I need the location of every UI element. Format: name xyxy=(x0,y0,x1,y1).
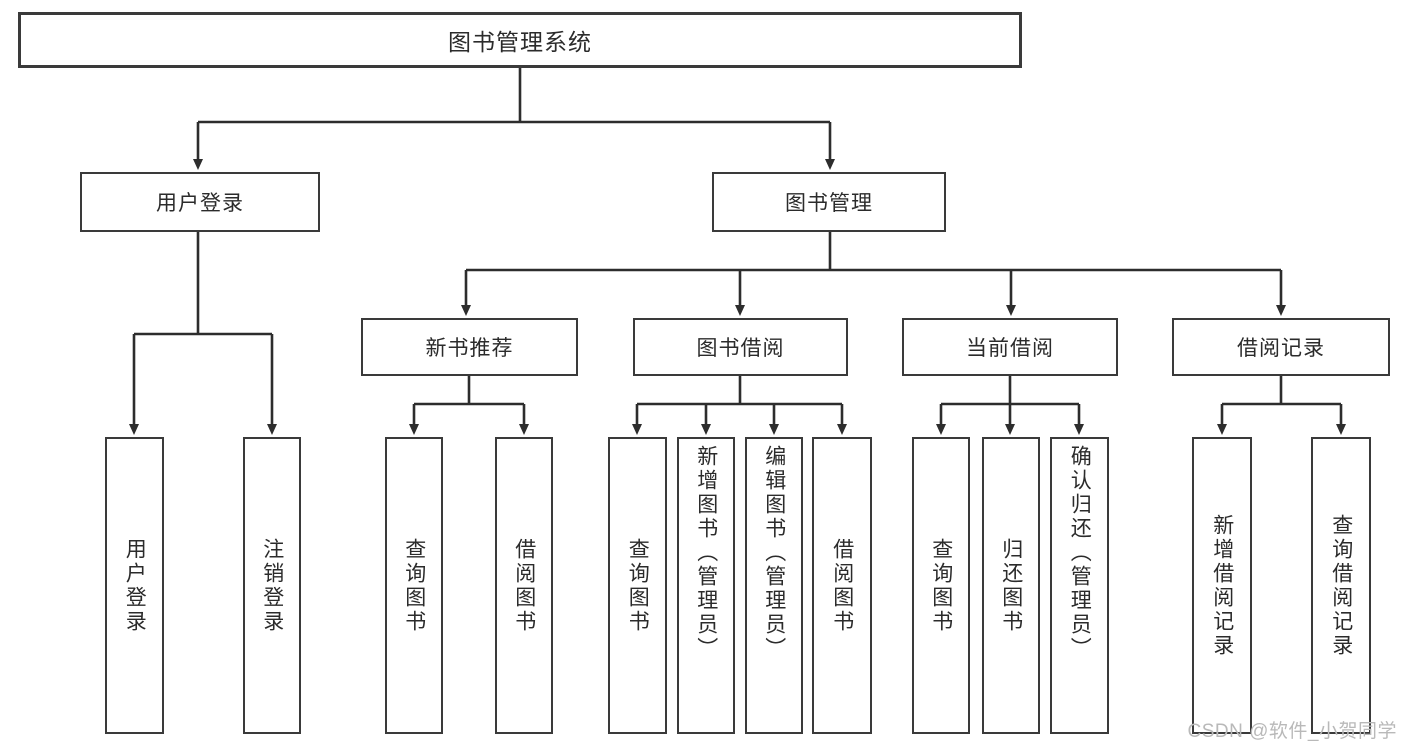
leaf-current-borrow-return[interactable]: 归还图书 xyxy=(982,437,1040,734)
leaf-new-book-borrow[interactable]: 借阅图书 xyxy=(495,437,553,734)
csdn-watermark: CSDN @软件_小贺同学 xyxy=(1187,721,1397,742)
leaf-label: 注销登录 xyxy=(260,537,284,634)
leaf-book-borrow-add[interactable]: 新增图书（管理员） xyxy=(677,437,735,734)
leaf-label: 编辑图书（管理员） xyxy=(762,445,786,661)
node-book-manage-label: 图书管理 xyxy=(785,192,873,215)
node-book-borrow[interactable]: 图书借阅 xyxy=(633,318,848,376)
leaf-current-borrow-query[interactable]: 查询图书 xyxy=(912,437,970,734)
node-new-book-recommend-label: 新书推荐 xyxy=(425,337,514,360)
node-current-borrow[interactable]: 当前借阅 xyxy=(902,318,1118,376)
leaf-book-borrow-query[interactable]: 查询图书 xyxy=(608,437,667,734)
leaf-label: 确认归还（管理员） xyxy=(1068,445,1092,661)
node-root-system[interactable]: 图书管理系统 xyxy=(18,12,1022,68)
leaf-current-borrow-confirm[interactable]: 确认归还（管理员） xyxy=(1050,437,1109,734)
leaf-book-borrow-borrow[interactable]: 借阅图书 xyxy=(812,437,872,734)
node-borrow-record-label: 借阅记录 xyxy=(1237,337,1325,360)
node-new-book-recommend[interactable]: 新书推荐 xyxy=(361,318,578,376)
leaf-label: 借阅图书 xyxy=(512,537,536,634)
leaf-book-borrow-edit[interactable]: 编辑图书（管理员） xyxy=(745,437,803,734)
node-book-manage[interactable]: 图书管理 xyxy=(712,172,946,232)
leaf-label: 归还图书 xyxy=(999,537,1023,634)
node-current-borrow-label: 当前借阅 xyxy=(966,337,1054,360)
node-borrow-record[interactable]: 借阅记录 xyxy=(1172,318,1390,376)
node-root-label: 图书管理系统 xyxy=(448,29,592,55)
leaf-label: 用户登录 xyxy=(123,537,147,634)
node-book-borrow-label: 图书借阅 xyxy=(696,337,785,360)
leaf-label: 新增图书（管理员） xyxy=(694,445,718,661)
leaf-borrow-record-add[interactable]: 新增借阅记录 xyxy=(1192,437,1252,734)
leaf-user-login-login[interactable]: 用户登录 xyxy=(105,437,164,734)
leaf-label: 新增借阅记录 xyxy=(1210,513,1234,658)
node-user-login-label: 用户登录 xyxy=(156,192,244,215)
leaf-label: 查询借阅记录 xyxy=(1329,513,1353,658)
leaf-user-login-logout[interactable]: 注销登录 xyxy=(243,437,301,734)
leaf-label: 查询图书 xyxy=(626,537,650,634)
leaf-label: 借阅图书 xyxy=(830,537,854,634)
leaf-borrow-record-query[interactable]: 查询借阅记录 xyxy=(1311,437,1371,734)
leaf-new-book-query[interactable]: 查询图书 xyxy=(385,437,443,734)
node-user-login[interactable]: 用户登录 xyxy=(80,172,320,232)
leaf-label: 查询图书 xyxy=(929,537,953,634)
leaf-label: 查询图书 xyxy=(402,537,426,634)
